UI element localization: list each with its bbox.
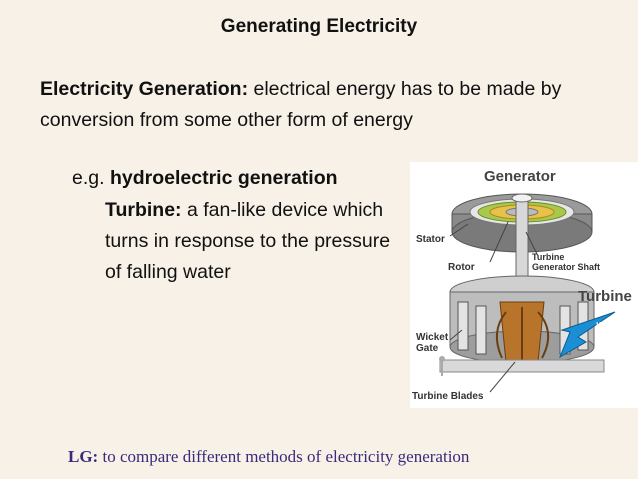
label-shaft-line1: Turbine bbox=[532, 252, 565, 262]
example-prefix: e.g. bbox=[72, 167, 110, 189]
label-water-flow: Water Flow bbox=[596, 321, 618, 339]
turbine-text: a fan-like device which turns in respons… bbox=[105, 199, 391, 283]
turbine-definition: Turbine: a fan-like device which turns i… bbox=[105, 195, 405, 288]
turbine-term: Turbine: bbox=[105, 199, 182, 221]
intro-paragraph: Electricity Generation: electrical energ… bbox=[40, 74, 600, 136]
label-water-line2: Flow bbox=[596, 330, 615, 339]
label-water-line1: Water bbox=[596, 321, 619, 330]
learning-goal: LG: to compare different methods of elec… bbox=[68, 447, 628, 467]
intro-text: electrical energy has to be made by conv… bbox=[40, 78, 562, 131]
hydroelectric-diagram: Generator Stator Rotor Turbine Generator… bbox=[410, 162, 638, 408]
label-turbine-blades: Turbine Blades bbox=[412, 391, 484, 402]
label-stator: Stator bbox=[416, 234, 445, 245]
example-line: e.g. hydroelectric generation bbox=[72, 164, 338, 192]
example-term: hydroelectric generation bbox=[109, 167, 338, 189]
learning-goal-text: to compare different methods of electric… bbox=[98, 447, 470, 466]
label-shaft-line2: Generator Shaft bbox=[532, 262, 601, 272]
label-shaft: Turbine Generator Shaft bbox=[532, 252, 600, 272]
intro-term: Electricity Generation: bbox=[40, 78, 249, 100]
label-rotor: Rotor bbox=[448, 262, 475, 273]
learning-goal-term: LG: bbox=[68, 447, 99, 466]
label-wicket-gate: Wicket Gate bbox=[416, 332, 448, 354]
diagram-illustration bbox=[439, 193, 616, 393]
page-title: Generating Electricity bbox=[220, 16, 418, 37]
label-turbine: Turbine bbox=[578, 288, 632, 305]
label-generator: Generator bbox=[484, 168, 556, 185]
label-wicket-line1: Wicket bbox=[416, 332, 449, 343]
label-wicket-line2: Gate bbox=[416, 343, 439, 354]
